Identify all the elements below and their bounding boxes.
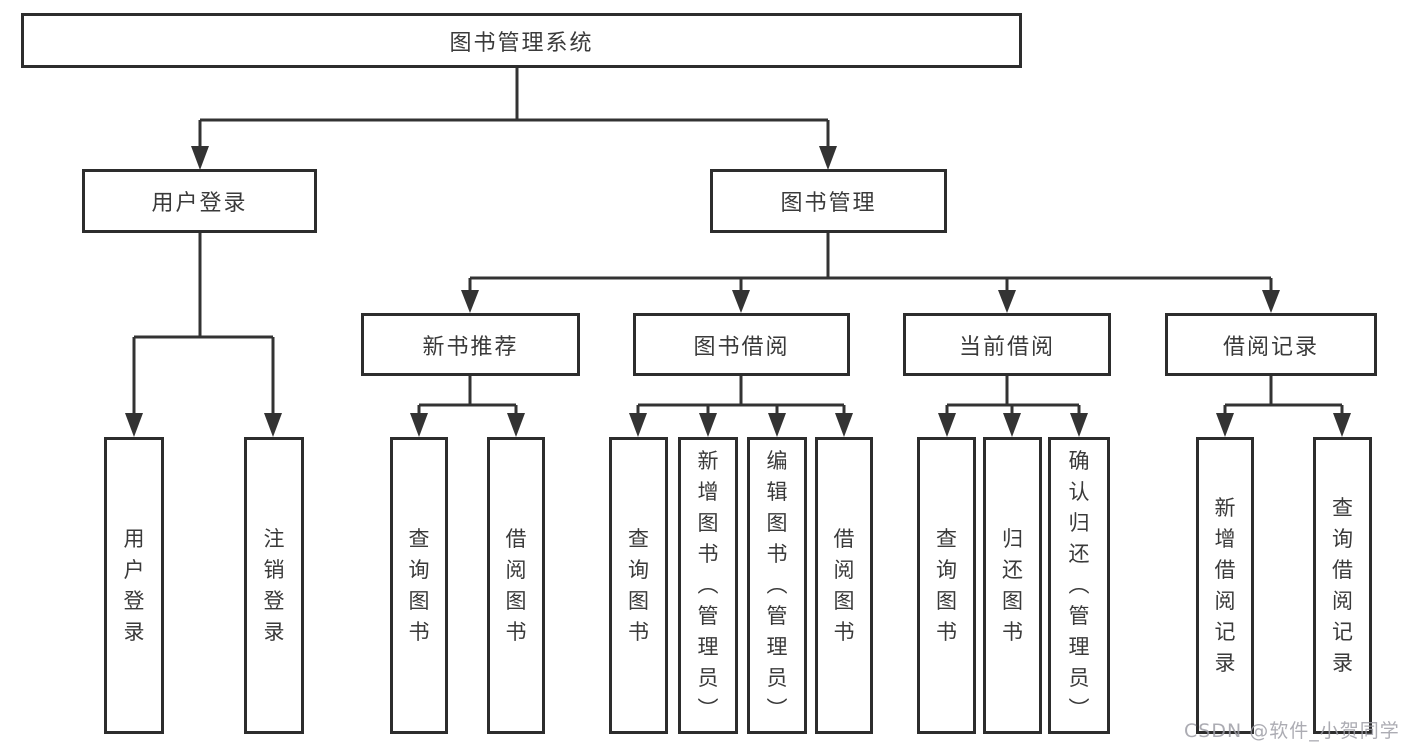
node-current-borrow: 当前借阅 [903, 313, 1111, 376]
leaf-br-query-record-label: 查询借阅记录 [1332, 495, 1353, 675]
node-book-borrow-label: 图书借阅 [693, 334, 790, 360]
node-book-mgmt-label: 图书管理 [780, 191, 877, 216]
node-book-borrow: 图书借阅 [633, 313, 850, 376]
leaf-bb-add-book-admin: 新增图书︵管理员︶ [678, 437, 738, 734]
watermark: CSDN @软件_小贺同学 [1184, 720, 1400, 742]
leaf-cb-query-books-label: 查询图书 [936, 526, 957, 644]
node-new-book-rec: 新书推荐 [361, 313, 580, 376]
node-book-mgmt: 图书管理 [710, 169, 947, 233]
leaf-cb-confirm-return-admin-label: 确认归还︵管理员︶ [1068, 449, 1090, 721]
leaf-bb-add-book-admin-label: 新增图书︵管理员︶ [697, 449, 719, 721]
leaf-logout-label: 注销登录 [263, 526, 285, 644]
node-root-label: 图书管理系统 [449, 30, 594, 56]
leaf-bb-edit-book-admin-label: 编辑图书︵管理员︶ [766, 449, 788, 721]
node-user-login: 用户登录 [82, 169, 317, 233]
leaf-nbr-borrow-books-label: 借阅图书 [505, 526, 527, 644]
leaf-user-login-label: 用户登录 [123, 526, 145, 644]
leaf-bb-edit-book-admin: 编辑图书︵管理员︶ [747, 437, 807, 734]
node-root: 图书管理系统 [21, 13, 1022, 68]
leaf-bb-borrow-books-label: 借阅图书 [833, 526, 855, 644]
node-borrow-records-label: 借阅记录 [1222, 334, 1319, 360]
leaf-user-login: 用户登录 [104, 437, 164, 734]
node-current-borrow-label: 当前借阅 [958, 334, 1055, 360]
node-user-login-label: 用户登录 [151, 191, 248, 216]
node-borrow-records: 借阅记录 [1165, 313, 1377, 376]
leaf-nbr-query-books-label: 查询图书 [408, 526, 430, 644]
leaf-nbr-borrow-books: 借阅图书 [487, 437, 545, 734]
leaf-cb-return-books-label: 归还图书 [1002, 526, 1023, 644]
leaf-bb-query-books: 查询图书 [609, 437, 668, 734]
leaf-cb-query-books: 查询图书 [917, 437, 976, 734]
leaf-br-query-record: 查询借阅记录 [1313, 437, 1372, 734]
leaf-logout: 注销登录 [244, 437, 304, 734]
node-new-book-rec-label: 新书推荐 [422, 334, 519, 360]
leaf-bb-borrow-books: 借阅图书 [815, 437, 873, 734]
leaf-cb-return-books: 归还图书 [983, 437, 1042, 734]
leaf-nbr-query-books: 查询图书 [390, 437, 448, 734]
leaf-bb-query-books-label: 查询图书 [628, 526, 649, 644]
leaf-br-add-record: 新增借阅记录 [1196, 437, 1254, 734]
leaf-br-add-record-label: 新增借阅记录 [1214, 495, 1236, 675]
arrowhead-icons [125, 146, 1351, 437]
leaf-cb-confirm-return-admin: 确认归还︵管理员︶ [1048, 437, 1110, 734]
